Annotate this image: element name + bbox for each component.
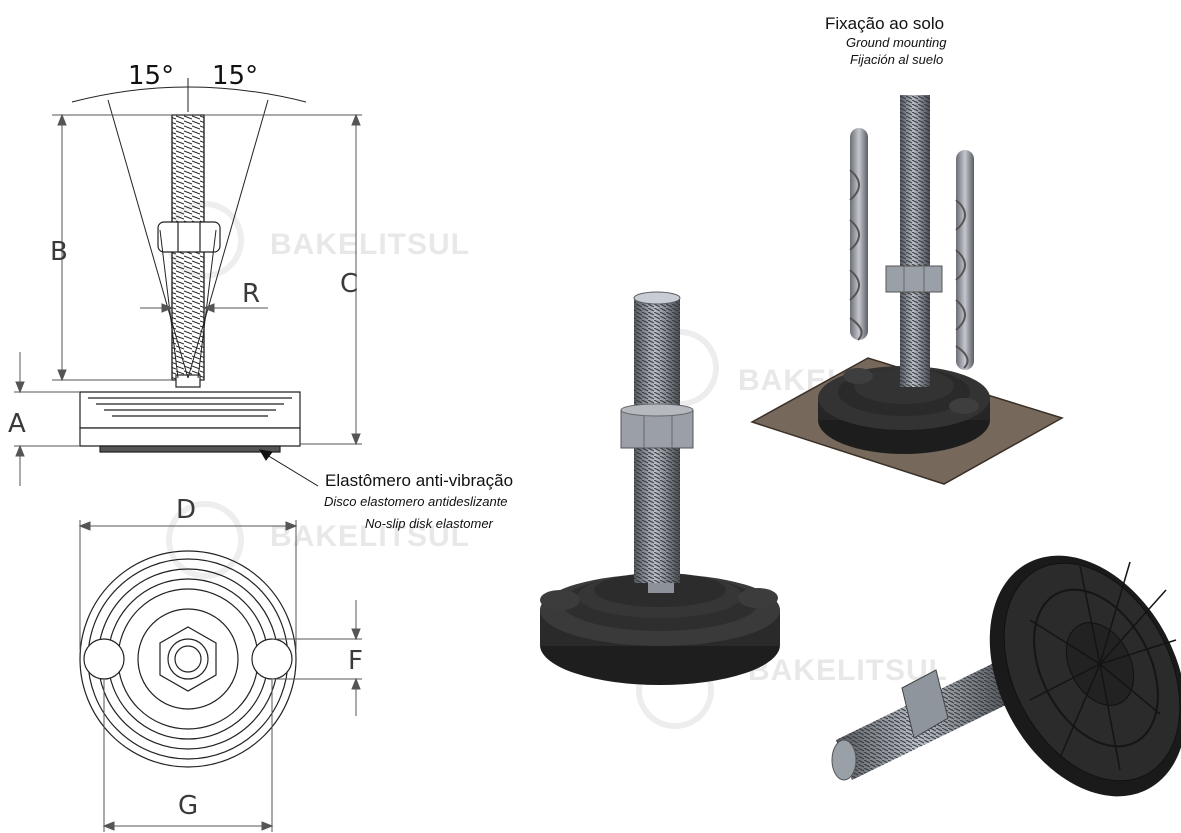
angle-label-left: 15° (128, 61, 174, 91)
angle-label-right: 15° (212, 61, 258, 91)
render-underside (831, 555, 1181, 797)
elastomer-leader (259, 449, 319, 487)
dimension-a (14, 352, 80, 486)
dimension-g (102, 680, 274, 832)
dimension-r (140, 303, 268, 313)
mounting-hole-right (251, 638, 293, 680)
dimension-label-b: B (50, 237, 68, 267)
dimension-f (272, 600, 362, 716)
ground-mounting-title: Fixação ao solo (825, 14, 944, 33)
elastomer-line-es: Disco elastomero antideslizante (324, 494, 508, 509)
elastomer-line-en: No-slip disk elastomer (365, 516, 494, 531)
dimension-label-d: D (176, 495, 196, 525)
render-ground-mounting (750, 95, 1064, 485)
dimension-b (52, 113, 172, 382)
dimension-label-c: C (340, 269, 358, 299)
dimension-label-r: R (242, 279, 260, 309)
mounting-hole-left (83, 638, 125, 680)
ground-mounting-line-es: Fijación al suelo (850, 52, 943, 67)
render-leveling-foot (540, 291, 780, 685)
top-view-drawing (79, 550, 297, 768)
hex-nut (157, 221, 221, 253)
watermark-text: BAKELITSUL (270, 228, 470, 261)
dimension-label-a: A (8, 409, 26, 439)
dimension-d (78, 520, 298, 650)
dimension-c (204, 113, 362, 446)
watermark-text: BAKELITSUL (270, 520, 470, 553)
dimension-label-f: F (348, 646, 363, 676)
ground-mounting-line-en: Ground mounting (846, 35, 947, 50)
render-hex-nut-underside (901, 669, 949, 739)
dimension-label-g: G (178, 791, 198, 821)
side-view-drawing (71, 78, 307, 453)
elastomer-title: Elastômero anti-vibração (325, 471, 513, 490)
hex-nut-top (159, 626, 217, 692)
